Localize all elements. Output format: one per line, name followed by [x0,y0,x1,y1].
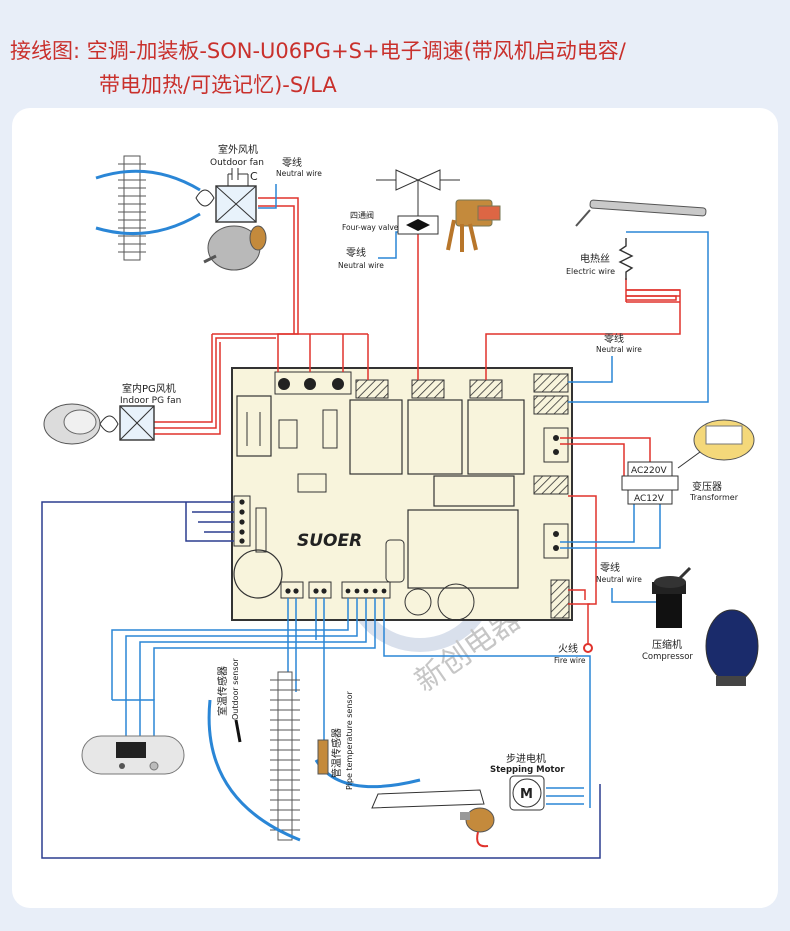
indoor-fan [43,403,155,445]
title-line-1: 接线图: 空调-加装板-SON-U06PG+S+电子调速(带风机启动电容/ [10,39,626,63]
neutral-label-4-cn: 零线 [600,561,620,574]
outdoor-sensor-cn: 室温传感器 [216,666,229,716]
four-way-valve [376,169,501,252]
four-way-en: Four-way valve [342,223,399,232]
neutral-label-1-en: Neutral wire [276,169,322,178]
heater-red [626,289,680,303]
heater-en: Electric wire [566,267,615,276]
display-readout: 88 [120,746,133,757]
pipe-sensor-en: Pipe temperature sensor [345,691,354,790]
control-board: SUOER [231,367,573,621]
pipe-sensor-cn: 管温传感器 [330,728,343,778]
title-line-2: 带电加热/可选记忆)-S/LA [99,73,337,97]
stepping-en: Stepping Motor [490,765,565,775]
neutral-label-1-cn: 零线 [282,156,302,169]
right-terminals [543,427,569,559]
transformer-cn: 变压器 [692,480,722,493]
ac12-label: AC12V [634,494,665,504]
heater-cn: 电热丝 [580,252,610,265]
neutral-label-3-cn: 零线 [604,332,624,345]
stepper-letter: M [520,787,533,802]
compressor-en: Compressor [642,652,693,662]
stepping-motor: M [371,775,545,848]
transformer-en: Transformer [689,493,739,502]
electric-heater [575,199,707,280]
outdoor-fan-cn: 室外风机 [218,143,258,156]
evaporator [207,671,421,842]
compressor [652,566,759,686]
neutral-label-2-cn: 零线 [346,246,366,259]
outdoor-fan [195,168,267,271]
display-panel: 88 [81,735,185,775]
navy-wire [41,501,601,859]
blue-wires [111,184,709,808]
outdoor-sensor-en: Outdoor sensor [231,658,240,720]
page-title: 接线图: 空调-加装板-SON-U06PG+S+电子调速(带风机启动电容/ 带电… [10,34,626,102]
indoor-fan-en: Indoor PG fan [120,396,181,406]
indoor-fan-cn: 室内PG风机 [122,382,176,395]
fan-speed-terminals [274,371,352,395]
display-connector [233,495,251,547]
outdoor-fan-en: Outdoor fan [210,158,264,168]
outdoor-condenser [95,155,201,261]
neutral-label-4-en: Neutral wire [596,575,642,584]
stepping-cn: 步进电机 [506,752,546,765]
hatched-terminals [355,373,570,619]
fire-wire-terminal [583,643,593,653]
neutral-label-2-en: Neutral wire [338,261,384,270]
neutral-label-3-en: Neutral wire [596,345,642,354]
ac220-label: AC220V [631,466,667,476]
fire-wire-en: Fire wire [554,656,586,665]
compressor-cn: 压缩机 [652,638,682,651]
brand-logo: SUOER [297,531,362,551]
sensor-connectors [280,581,391,599]
fire-wire-cn: 火线 [558,642,578,655]
transformer [621,419,755,505]
four-way-cn: 四通阀 [350,210,374,220]
capacitor-label: C [250,170,258,183]
